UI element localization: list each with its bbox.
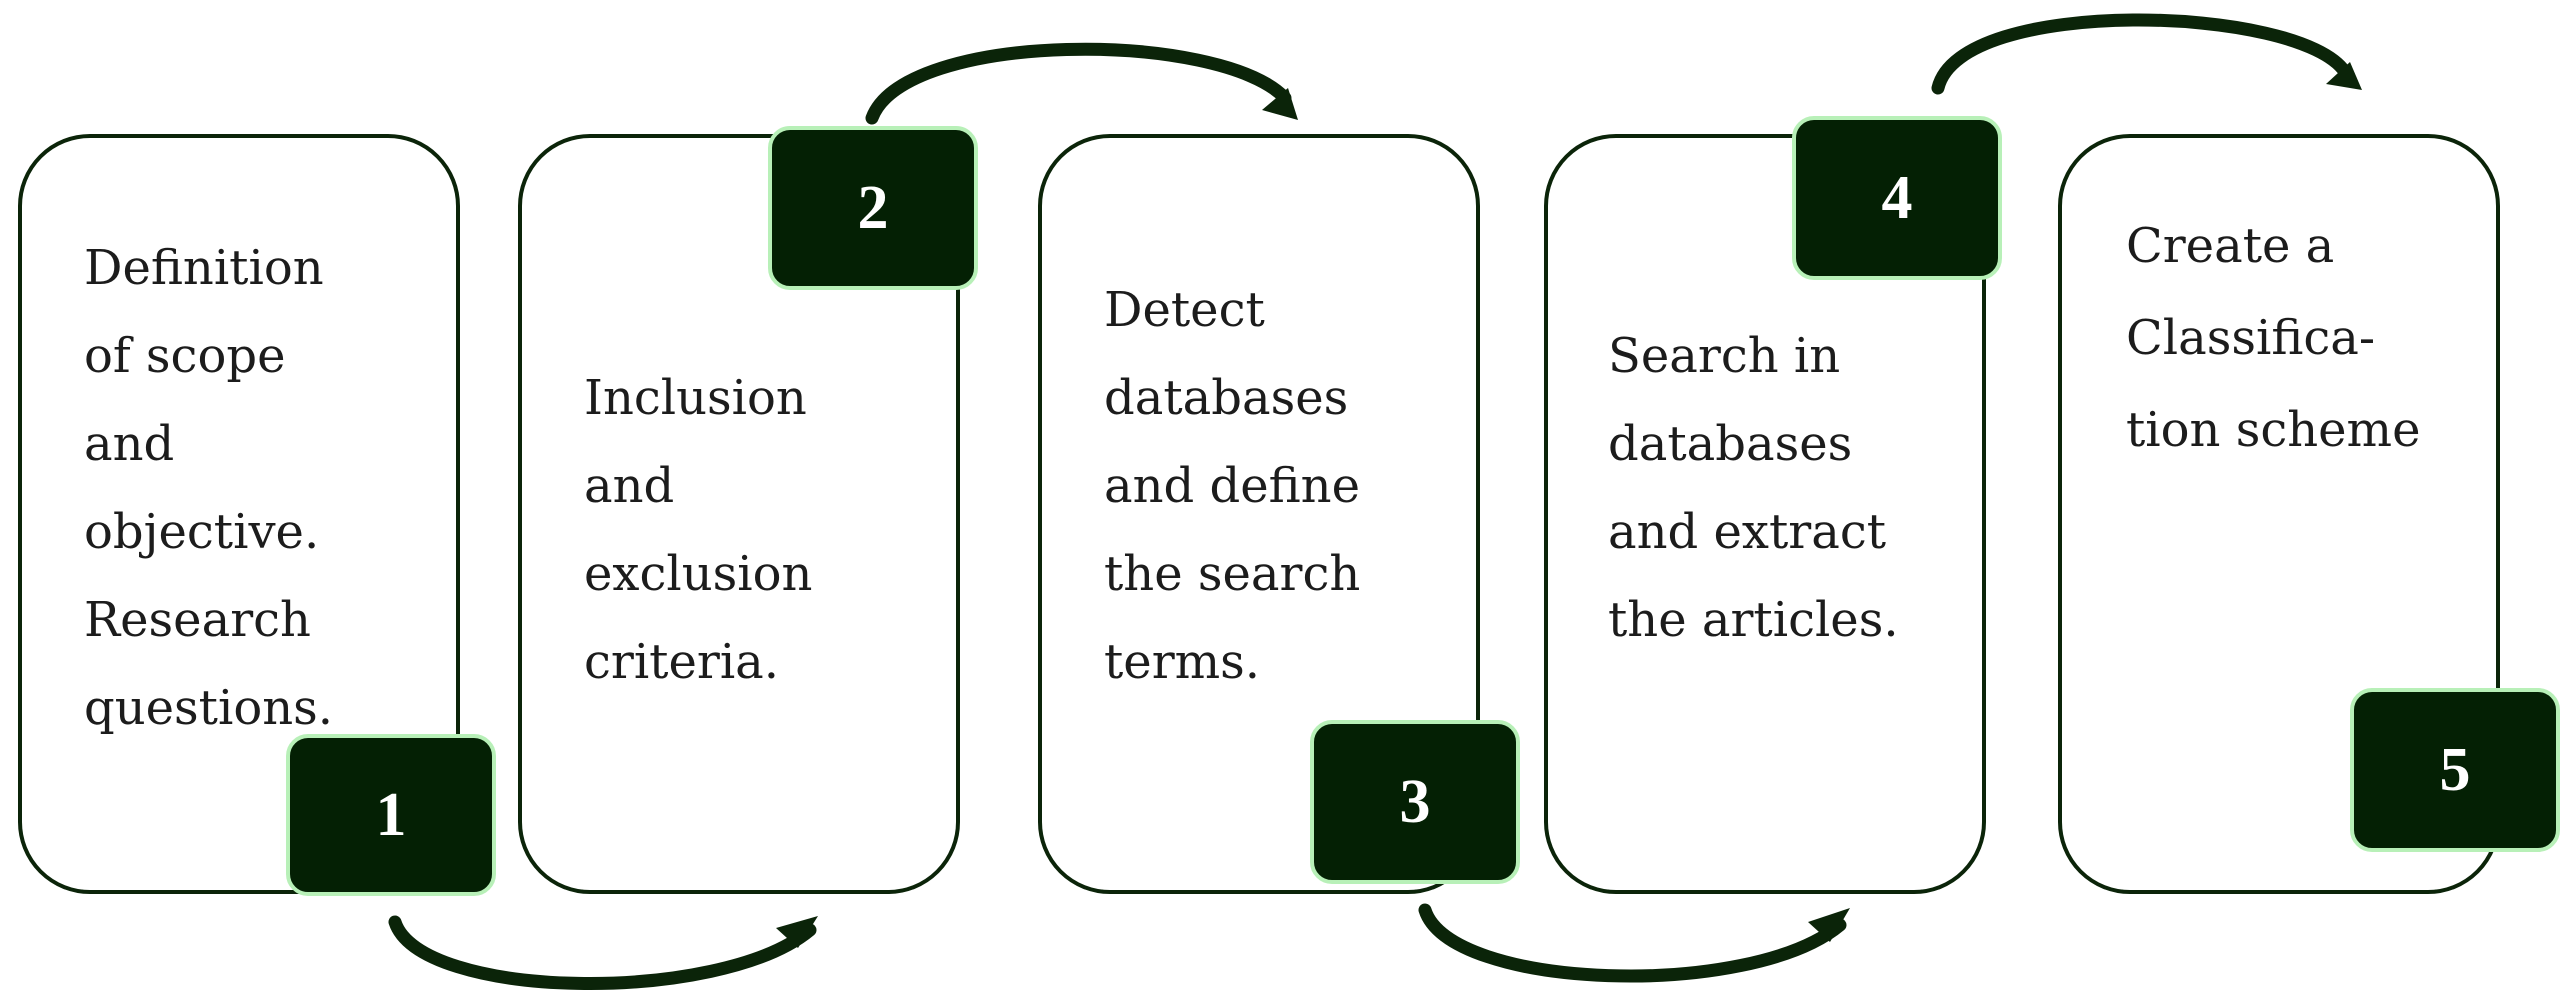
step-1-number-badge: 1 xyxy=(286,734,496,896)
step-5-line: Classifica- xyxy=(2126,310,2376,366)
step-2-text: Inclusion and exclusion criteria. xyxy=(584,354,812,706)
step-5-line: Create a xyxy=(2126,218,2335,274)
connector-arrowhead-3-to-4 xyxy=(1808,908,1850,942)
step-5-number-badge: 5 xyxy=(2350,688,2560,852)
step-1-line: and xyxy=(84,416,175,472)
step-3-line: databases xyxy=(1104,370,1349,426)
step-1-line: of scope xyxy=(84,328,286,384)
connector-arrowhead-2-to-3 xyxy=(1262,88,1298,120)
step-5-text: Create a Classifica- tion scheme xyxy=(2126,200,2420,476)
step-3-line: terms. xyxy=(1104,634,1261,690)
step-4-line: and extract xyxy=(1608,504,1887,560)
step-2-number-badge: 2 xyxy=(768,126,978,290)
step-4-number-badge: 4 xyxy=(1792,116,2002,280)
step-1-line: Research xyxy=(84,592,311,648)
step-2-line: and xyxy=(584,458,675,514)
step-3-box xyxy=(1038,134,1480,894)
step-2-line: Inclusion xyxy=(584,370,807,426)
step-4-line: the articles. xyxy=(1608,592,1899,648)
step-2-line: criteria. xyxy=(584,634,780,690)
connector-arrow-1-to-2 xyxy=(388,915,817,990)
step-2-line: exclusion xyxy=(584,546,813,602)
connector-arrowhead-4-to-5 xyxy=(2326,62,2362,90)
step-1-line: questions. xyxy=(84,680,334,736)
step-4-text: Search in databases and extract the arti… xyxy=(1608,312,1899,664)
connector-arrow-2-to-3 xyxy=(865,42,1292,125)
step-3-line: and define xyxy=(1104,458,1360,514)
step-5-line: tion scheme xyxy=(2126,402,2421,458)
connector-arrowhead-1-to-2 xyxy=(776,916,818,948)
step-4-line: databases xyxy=(1608,416,1853,472)
step-1-line: Definition xyxy=(84,240,324,296)
connector-arrow-3-to-4 xyxy=(1418,903,1847,983)
connector-arrow-4-to-5 xyxy=(1931,13,2352,95)
step-4-line: Search in xyxy=(1608,328,1841,384)
step-3-number-badge: 3 xyxy=(1310,720,1520,884)
step-3-line: the search xyxy=(1104,546,1361,602)
step-3-text: Detect databases and define the search t… xyxy=(1104,266,1360,706)
step-1-text: Definition of scope and objective. Resea… xyxy=(84,224,333,752)
step-1-line: objective. xyxy=(84,504,320,560)
step-3-line: Detect xyxy=(1104,282,1265,338)
